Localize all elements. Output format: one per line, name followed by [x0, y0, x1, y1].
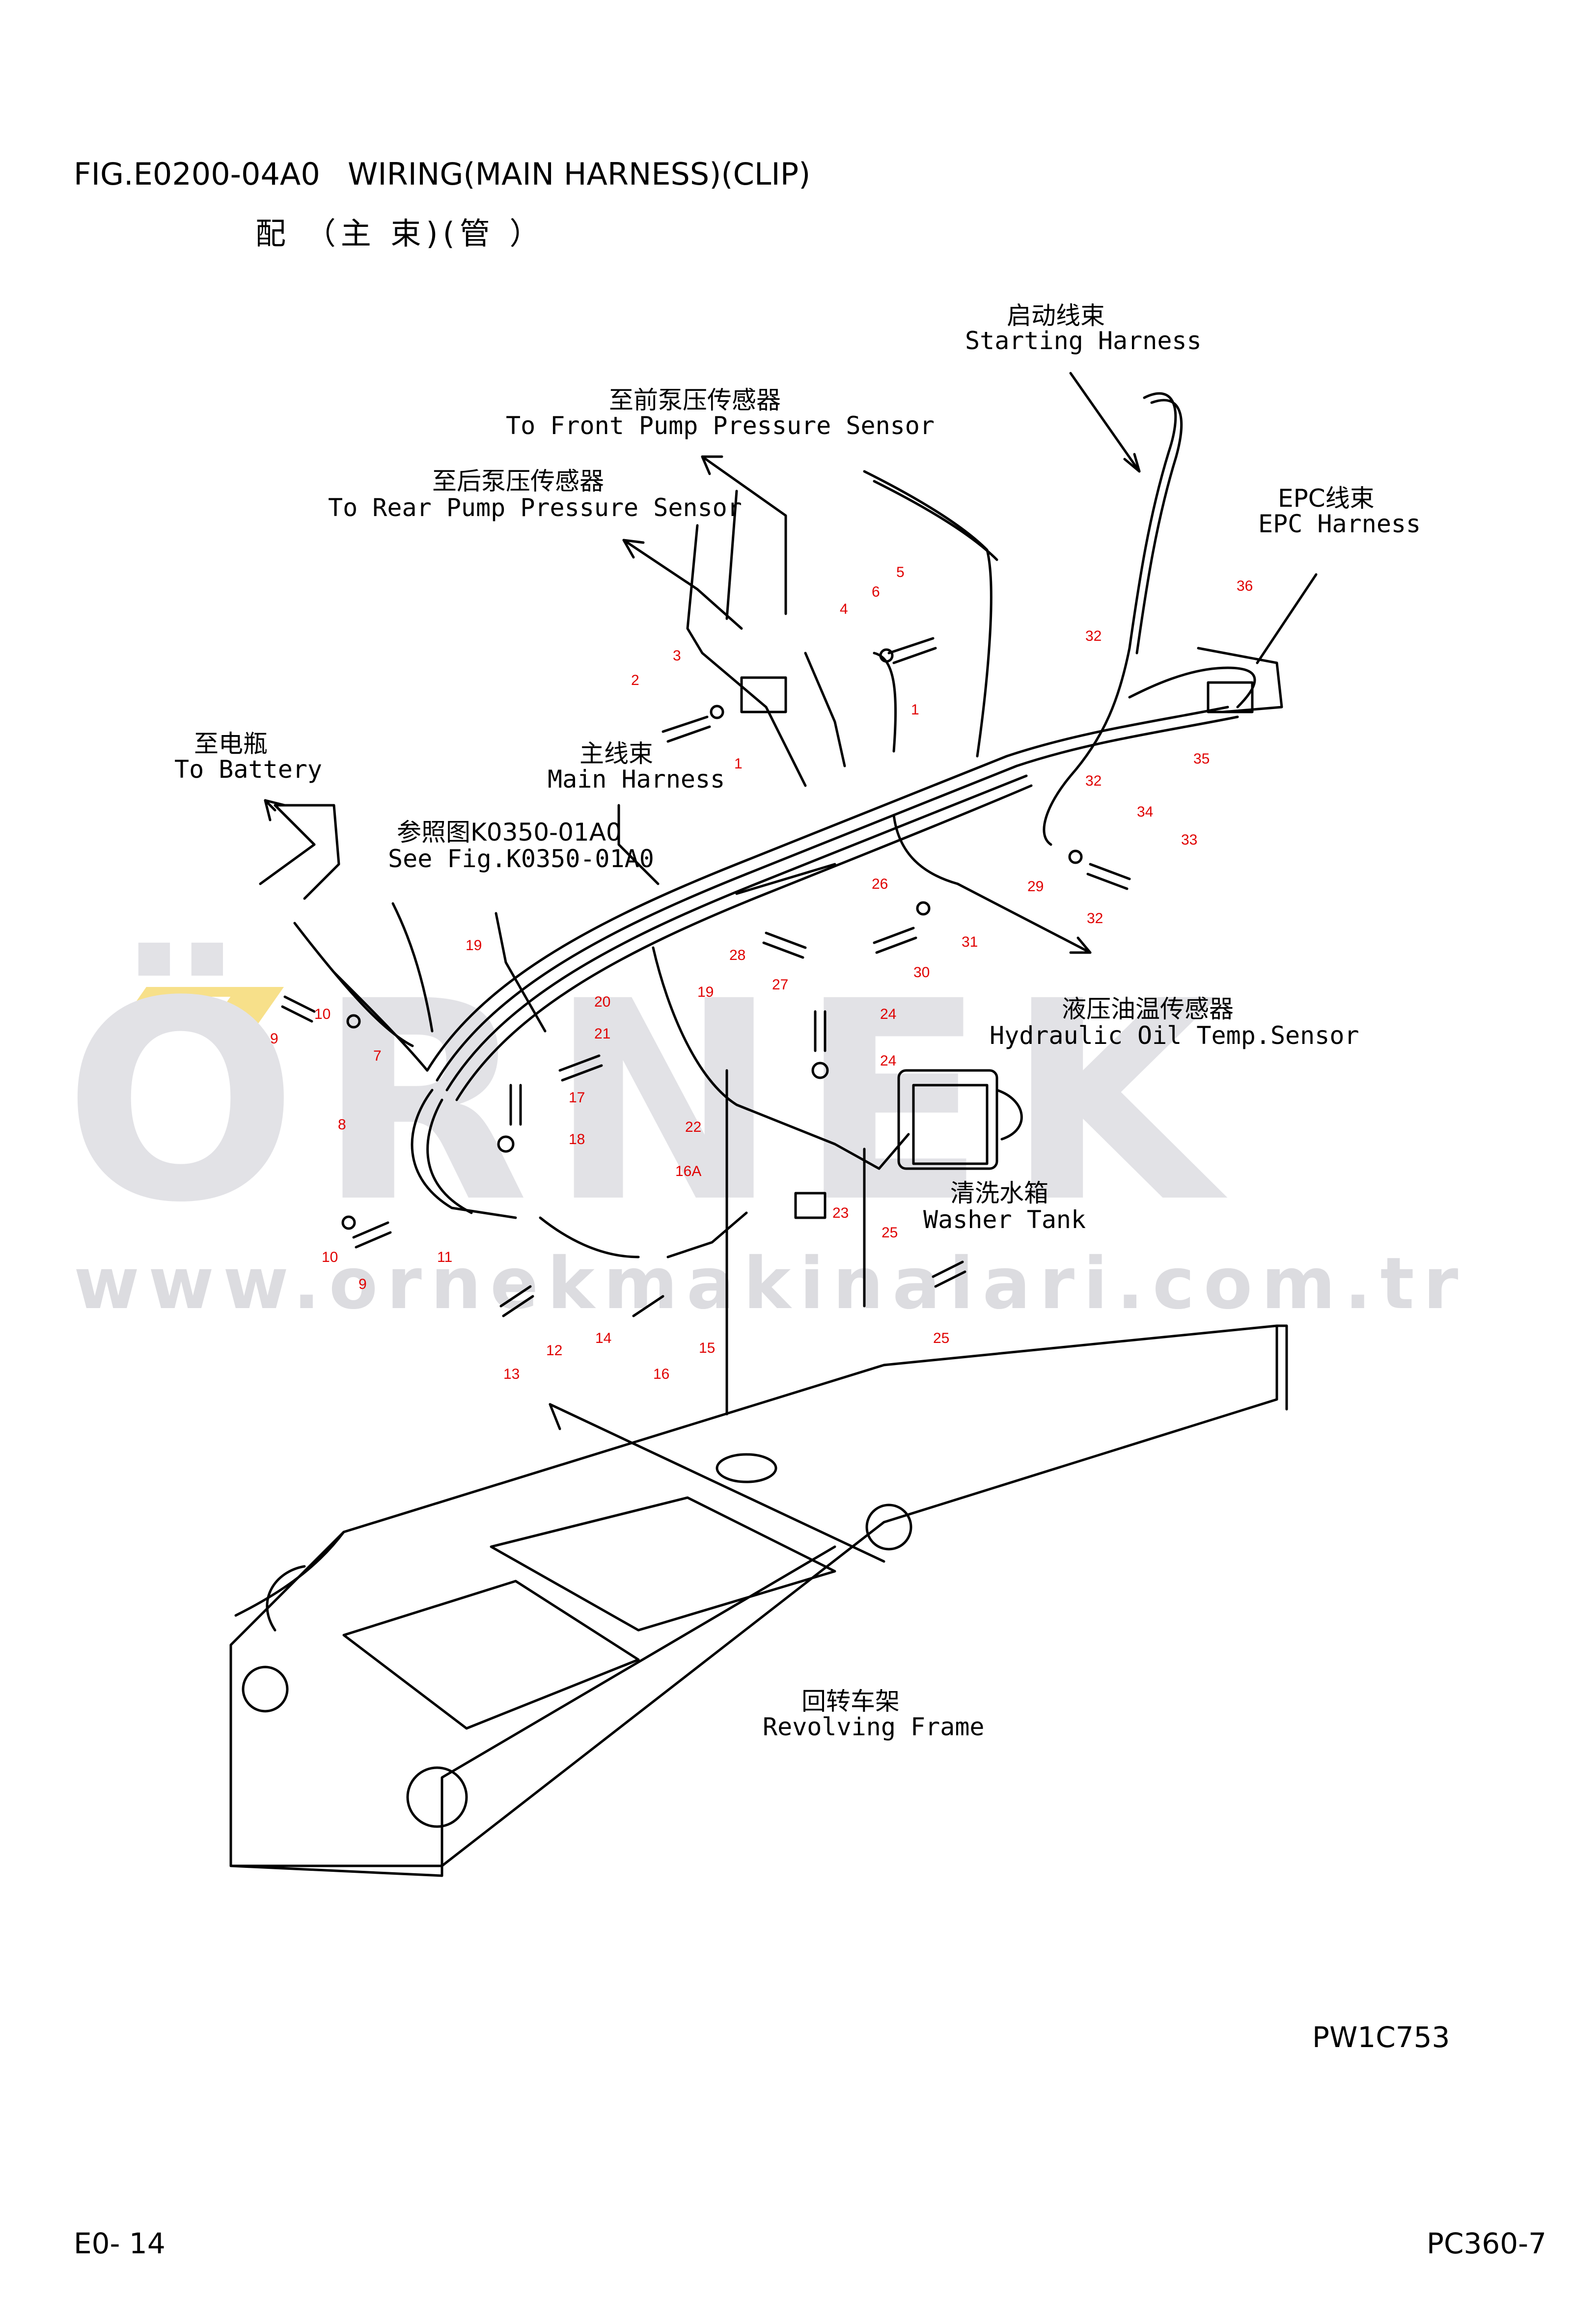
- part-number-35: 35: [1193, 751, 1210, 767]
- part-number-19: 19: [466, 937, 482, 954]
- part-number-25: 25: [882, 1225, 898, 1241]
- rear-pump-en: To Rear Pump Pressure Sensor: [328, 493, 742, 522]
- part-number-36: 36: [1237, 578, 1253, 594]
- part-number-31: 31: [962, 934, 978, 950]
- part-number-16: 16: [653, 1366, 669, 1382]
- model-number: PC360-7: [1427, 2227, 1547, 2260]
- part-number-22: 22: [685, 1119, 701, 1135]
- part-number-11: 11: [437, 1249, 452, 1265]
- part-number-34: 34: [1137, 804, 1153, 820]
- part-number-10: 10: [314, 1006, 331, 1022]
- part-number-7: 7: [373, 1048, 382, 1064]
- part-number-20: 20: [594, 994, 610, 1010]
- part-number-18: 18: [569, 1131, 585, 1148]
- part-number-16A: 16A: [675, 1163, 701, 1179]
- part-number-28: 28: [729, 947, 745, 963]
- part-number-15: 15: [699, 1340, 715, 1356]
- part-number-13: 13: [503, 1366, 520, 1382]
- part-number-9: 9: [270, 1031, 278, 1047]
- arrow-rear-pump: [622, 539, 743, 630]
- rear-pump-cn: 至后泵压传感器: [432, 467, 604, 495]
- arrow-front-pump: [701, 455, 787, 615]
- revolving-frame: [229, 1324, 1278, 1867]
- front-pump-cn: 至前泵压传感器: [609, 386, 781, 414]
- part-number-17: 17: [569, 1090, 585, 1106]
- watermark-url: www.ornekmakinalari.com.tr: [74, 1242, 1467, 1325]
- part-number-25: 25: [933, 1330, 949, 1346]
- battery-en: To Battery: [174, 755, 323, 784]
- see-fig-cn: 参照图K0350-01A0: [397, 818, 622, 847]
- main-harness-en: Main Harness: [548, 765, 725, 793]
- starting-harness-cn: 启动线束: [1007, 301, 1105, 330]
- see-fig-en: See Fig.K0350-01A0: [388, 845, 654, 873]
- oil-temp-en: Hydraulic Oil Temp.Sensor: [990, 1021, 1359, 1050]
- part-number-19: 19: [697, 984, 714, 1000]
- part-number-27: 27: [772, 977, 788, 993]
- epc-harness-cn: EPC线束: [1278, 484, 1375, 513]
- main-harness-line-d: [455, 784, 1033, 1101]
- page-number: E0- 14: [74, 2227, 165, 2260]
- part-number-12: 12: [546, 1342, 562, 1359]
- part-number-29: 29: [1027, 878, 1044, 895]
- battery-cn: 至电瓶: [194, 730, 268, 758]
- main-harness-cn: 主线束: [579, 739, 653, 768]
- fig-title-cn: 配 （主 束)(管 ）: [255, 216, 545, 251]
- bolt-group: [281, 637, 1131, 1317]
- part-number-23: 23: [832, 1205, 849, 1221]
- starting-harness-line: [1043, 392, 1177, 846]
- fig-title: WIRING(MAIN HARNESS)(CLIP): [348, 156, 811, 192]
- epc-harness-en: EPC Harness: [1258, 510, 1421, 538]
- arrow-starting: [1069, 372, 1141, 473]
- revolving-frame-en: Revolving Frame: [763, 1713, 985, 1741]
- arrow-epc: [1256, 573, 1318, 664]
- part-number-8: 8: [338, 1117, 346, 1133]
- revolving-frame-cn: 回转车架: [801, 1687, 900, 1716]
- part-number-6: 6: [872, 584, 880, 600]
- front-pump-en: To Front Pump Pressure Sensor: [506, 411, 935, 440]
- fig-code: FIG.E0200-04A0: [74, 156, 320, 192]
- part-number-14: 14: [595, 1330, 611, 1346]
- starting-harness-en: Starting Harness: [965, 327, 1202, 355]
- starting-harness-line-2: [1135, 399, 1183, 655]
- part-number-26: 26: [872, 876, 888, 892]
- main-harness-line-b: [436, 715, 1239, 1082]
- part-number-1: 1: [734, 756, 743, 772]
- part-number-9: 9: [358, 1276, 367, 1292]
- part-number-5: 5: [896, 564, 905, 580]
- washer-tank-cn: 清洗水箱: [950, 1179, 1048, 1207]
- main-harness-line-c: [445, 774, 1028, 1092]
- part-number-32: 32: [1087, 910, 1103, 927]
- washer-tank-en: Washer Tank: [923, 1205, 1086, 1234]
- part-number-30: 30: [913, 964, 930, 981]
- part-number-21: 21: [594, 1026, 610, 1042]
- part-number-1: 1: [911, 702, 919, 718]
- part-number-2: 2: [631, 672, 639, 688]
- oil-temp-cn: 液压油温传感器: [1062, 995, 1234, 1023]
- arrow-oil-temp: [956, 882, 1092, 954]
- part-number-24: 24: [880, 1053, 896, 1069]
- part-number-10: 10: [322, 1249, 338, 1265]
- watermark-brand: ÖRNEK: [64, 943, 1239, 1263]
- epc-harness-line: [1128, 666, 1256, 709]
- part-number-4: 4: [840, 601, 848, 617]
- drawing-number: PW1C753: [1312, 2021, 1450, 2054]
- part-number-32: 32: [1085, 628, 1102, 644]
- part-number-33: 33: [1181, 832, 1197, 848]
- part-number-32: 32: [1085, 773, 1102, 789]
- part-number-3: 3: [673, 648, 681, 664]
- part-number-24: 24: [880, 1006, 896, 1022]
